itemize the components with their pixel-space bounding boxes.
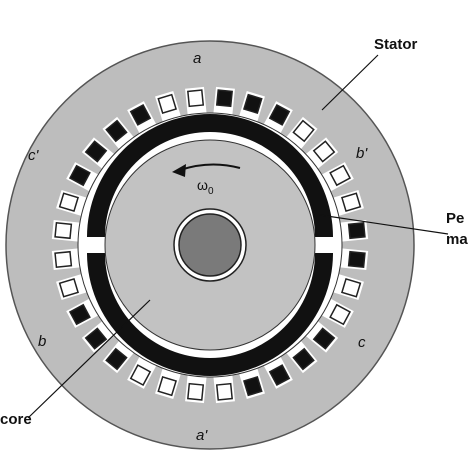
conductor-light	[157, 376, 177, 397]
stator-slot	[262, 101, 293, 135]
conductor-light	[157, 93, 177, 114]
stator-slot	[66, 162, 100, 193]
conductor-dark	[105, 347, 128, 371]
phase-label-c-prime: c'	[28, 147, 40, 164]
conductor-light	[341, 192, 362, 212]
core-leader-line	[27, 299, 151, 419]
stator-slot	[66, 297, 100, 328]
conductor-light	[54, 250, 73, 268]
conductor-dark	[243, 93, 263, 114]
phase-label-a: a	[193, 50, 201, 67]
omega-label: ω0	[197, 177, 214, 197]
stator-slot	[56, 273, 89, 300]
stator-slot	[320, 297, 354, 328]
conductor-dark	[268, 103, 291, 126]
stator-slot	[213, 373, 235, 404]
conductor-light	[292, 119, 315, 143]
phase-label-b: b	[38, 333, 46, 350]
conductor-dark	[312, 327, 336, 350]
magnet-leader-line	[319, 214, 449, 235]
stator-slot	[51, 248, 82, 270]
stator-slot	[262, 355, 293, 389]
conductor-light	[187, 382, 205, 401]
conductor-dark	[68, 303, 91, 326]
conductor-light	[54, 222, 73, 240]
stator-leader-line	[321, 54, 379, 111]
magnet-lower-arc	[87, 253, 333, 376]
stator-slot	[127, 355, 158, 389]
conductor-dark	[215, 89, 233, 108]
conductor-dark	[84, 140, 108, 163]
conductor-dark	[243, 376, 263, 397]
conductor-light	[129, 364, 152, 387]
permanent-magnet-ring	[87, 114, 333, 376]
stator-slot	[51, 220, 82, 242]
conductor-dark	[268, 364, 291, 387]
stator-slot	[185, 373, 207, 404]
conductor-light	[329, 164, 352, 187]
conductor-dark	[129, 103, 152, 126]
stator-slot	[127, 101, 158, 135]
conductor-light	[312, 140, 336, 163]
stator-slot	[338, 248, 369, 270]
conductor-light	[341, 278, 362, 298]
core-label: core	[0, 411, 32, 428]
stator-slot	[56, 190, 89, 217]
permanent-magnet-label-line2: ma	[446, 231, 468, 248]
conductor-dark	[84, 327, 108, 350]
conductor-light	[58, 192, 79, 212]
conductor-dark	[105, 119, 128, 143]
conductor-dark	[292, 347, 315, 371]
stator-slot	[331, 273, 364, 300]
magnet-upper-arc	[87, 114, 333, 237]
conductor-dark	[347, 250, 366, 268]
conductor-light	[58, 278, 79, 298]
phase-label-a-prime: a'	[196, 427, 208, 444]
permanent-magnet-label-line1: Pe	[446, 210, 464, 227]
shaft	[178, 213, 242, 277]
stator-slot	[238, 366, 265, 399]
stator-slot	[238, 91, 265, 124]
phase-label-b-prime: b'	[356, 145, 368, 162]
stator-slot	[155, 91, 182, 124]
stator-slot	[338, 220, 369, 242]
stator-slot	[320, 162, 354, 193]
conductor-dark	[347, 222, 366, 240]
conductor-light	[329, 303, 352, 326]
rotation-arrow	[172, 163, 241, 177]
stator-slot	[213, 86, 235, 117]
phase-label-c: c	[358, 334, 366, 351]
stator-slot	[331, 190, 364, 217]
conductor-light	[187, 89, 205, 108]
conductor-dark	[68, 164, 91, 187]
stator-slot	[155, 366, 182, 399]
conductor-light	[215, 382, 233, 401]
stator-label: Stator	[374, 36, 418, 53]
stator-slot	[185, 86, 207, 117]
